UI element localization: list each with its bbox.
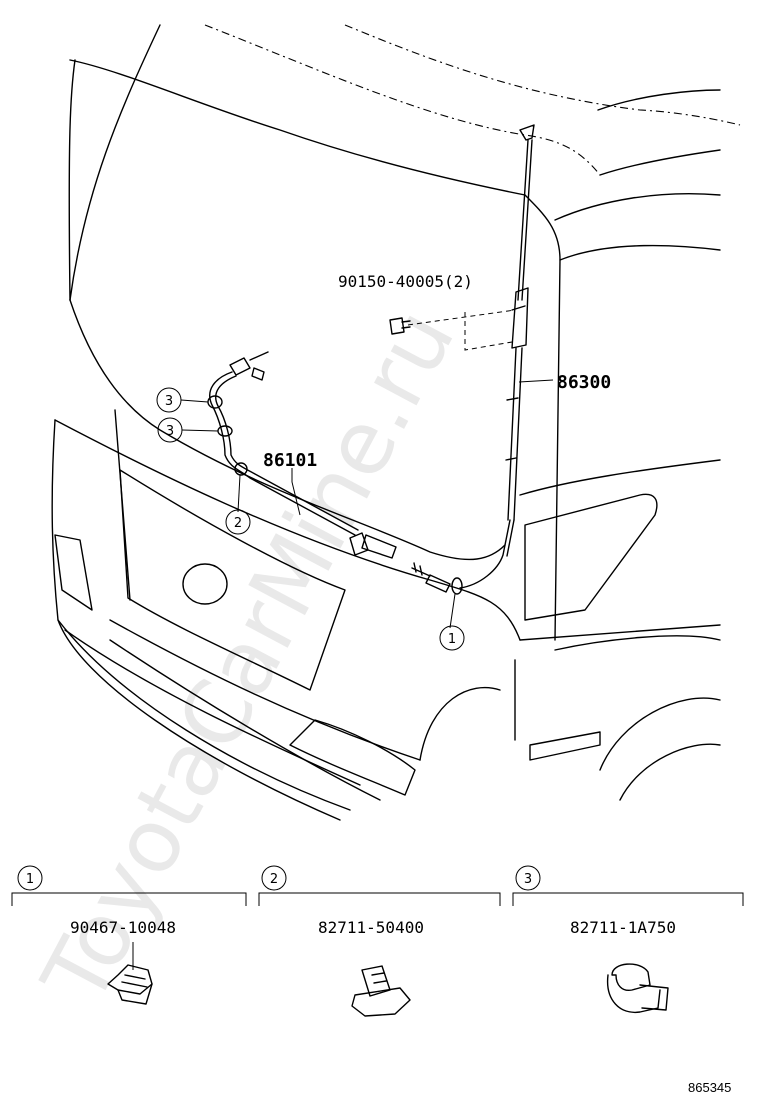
part-label-cord: 86101 [263, 450, 317, 471]
callout-1: 1 [439, 625, 465, 651]
vehicle-outline [51, 24, 741, 821]
bolt-leader [407, 309, 516, 326]
legend-clip-1: 1 90467-10048 [11, 865, 247, 1005]
clip-3-icon [606, 963, 669, 1014]
legend-part-2: 82711-50400 [318, 918, 424, 937]
callout-2: 2 [225, 509, 251, 535]
bolt-icon [389, 317, 411, 335]
callout-3-upper: 3 [156, 387, 182, 413]
svg-text:2: 2 [234, 516, 242, 531]
part-label-bolt: 90150-40005(2) [338, 272, 473, 291]
legend-clip-3: 3 82711-1A750 [512, 865, 744, 1014]
watermark: ToyotaCarMine.ru [22, 293, 474, 1021]
callout-3-lower: 3 [157, 417, 183, 443]
svg-text:3: 3 [524, 872, 532, 887]
legend-part-1: 90467-10048 [70, 918, 176, 937]
svg-text:3: 3 [165, 394, 173, 409]
clip-2-icon [351, 965, 411, 1017]
svg-text:3: 3 [166, 424, 174, 439]
part-label-antenna: 86300 [557, 372, 611, 393]
antenna-assembly [411, 124, 535, 595]
svg-text:2: 2 [270, 872, 278, 887]
leader-lines [180, 379, 554, 629]
svg-text:1: 1 [448, 632, 456, 647]
bolt-bracket-leader [464, 312, 513, 351]
legend-part-3: 82711-1A750 [570, 918, 676, 937]
figure-id: 865345 [688, 1080, 731, 1095]
clip-1-icon [107, 964, 153, 1005]
legend-clip-2: 2 82711-50400 [258, 865, 501, 1017]
svg-text:1: 1 [26, 872, 34, 887]
